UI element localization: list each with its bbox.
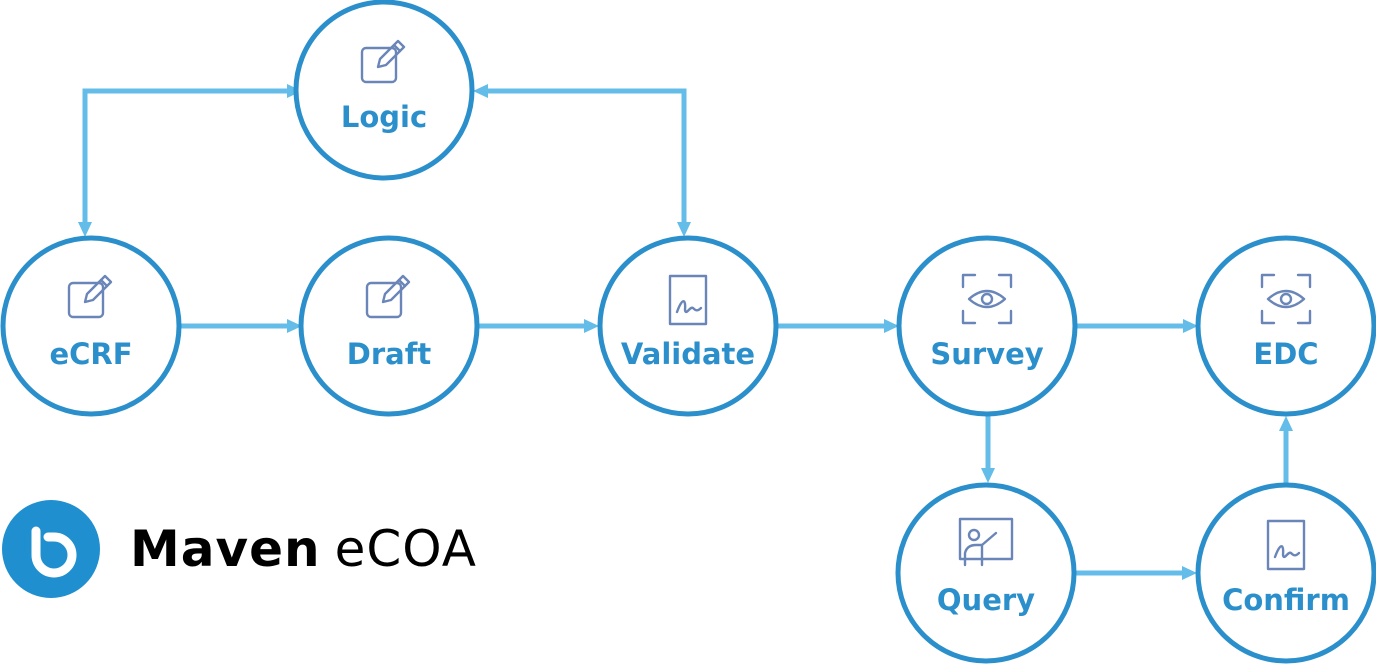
arrowhead-to-edc [1183,319,1198,333]
node-edc: EDC [1195,235,1376,417]
node-ecrf-label: eCRF [49,337,132,371]
arrowhead-to-validate [584,319,599,333]
arrowhead-to-survey [884,319,899,333]
arrowhead-to-draft [287,319,302,333]
maven-logo-icon [2,500,100,598]
edge-validate-logic [488,88,687,222]
node-confirm: Confirm [1195,482,1376,664]
node-query-circle [895,482,1077,664]
connector-layer [78,84,1293,580]
node-edc-circle [1195,235,1376,417]
arrowhead-to-query [981,468,995,483]
node-validate: Validate [597,235,779,417]
node-ecrf-circle [0,235,182,417]
node-draft-circle [298,235,480,417]
node-survey: Survey [896,235,1078,417]
brand-name-bold: Maven [130,520,321,578]
node-query: Query [895,482,1077,664]
node-validate-circle [597,235,779,417]
node-survey-circle [896,235,1078,417]
node-draft-label: Draft [347,337,432,371]
node-draft: Draft [298,235,480,417]
node-logic: Logic [293,0,475,181]
arrowhead-to-edc-bottom [1279,416,1293,431]
node-logic-label: Logic [341,100,427,134]
brand-name-light: eCOA [334,520,477,578]
node-logic-circle [293,0,475,181]
arrowhead-to-logic-right [473,84,488,98]
node-validate-label: Validate [621,337,755,371]
arrowhead-to-confirm [1182,566,1197,580]
arrowhead-to-ecrf [78,222,92,237]
edge-ecrf-logic [82,88,288,222]
node-query-label: Query [937,583,1035,617]
node-confirm-circle [1195,482,1376,664]
node-survey-label: Survey [930,337,1043,371]
node-confirm-label: Confirm [1222,583,1350,617]
arrowhead-to-validate-top [677,222,691,237]
node-ecrf: eCRF [0,235,182,417]
node-edc-label: EDC [1253,337,1318,371]
